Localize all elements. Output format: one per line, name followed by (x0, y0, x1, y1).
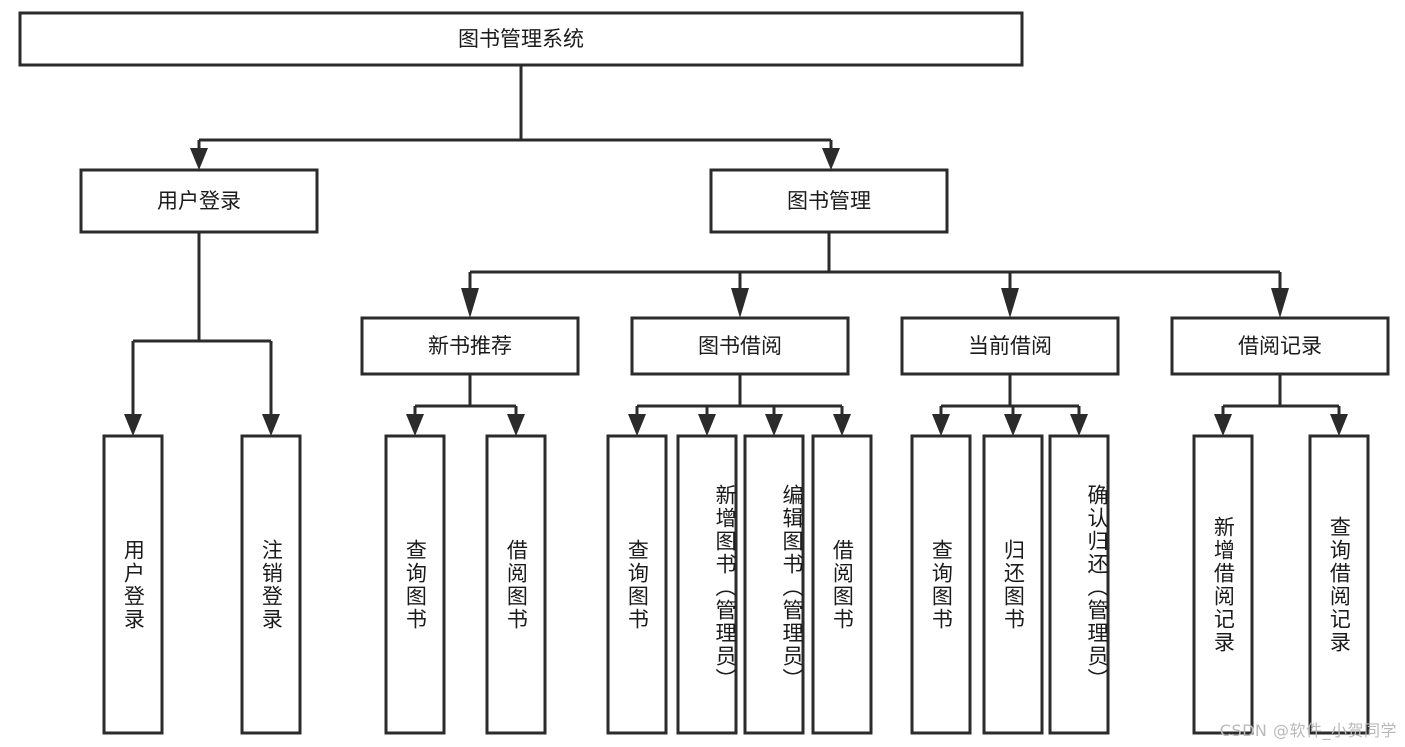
leaf-query-book-recommend-box[interactable] (384, 434, 446, 735)
leaf-add-borrow-record-box[interactable] (1192, 434, 1254, 735)
arrow-to-leaf-query-borrow-record (1330, 414, 1348, 436)
leaf-edit-book-admin-box[interactable] (743, 434, 805, 735)
borrow-records-box[interactable] (1170, 316, 1390, 376)
book-borrow-label: 图书借阅 (698, 334, 782, 358)
leaf-query-book-borrow-box[interactable] (606, 434, 668, 735)
node-book-management[interactable]: 图书管理 (709, 168, 949, 234)
user-login-label: 用户登录 (157, 189, 241, 213)
connector-currentborrow-to-leaves (939, 374, 1081, 420)
arrow-to-new-book-recommend (461, 288, 479, 318)
arrow-to-leaf-edit-book-admin (765, 414, 783, 436)
node-current-borrow[interactable]: 当前借阅 (900, 316, 1120, 376)
arrow-to-book-management (822, 148, 840, 170)
connector-recommend-to-leaves (413, 374, 518, 420)
new-book-recommend-box[interactable] (360, 316, 580, 376)
current-borrow-box[interactable] (900, 316, 1120, 376)
node-borrow-records[interactable]: 借阅记录 (1170, 316, 1390, 376)
leaf-logout-box[interactable] (240, 434, 302, 735)
leaf-query-book-current-box[interactable] (910, 434, 972, 735)
arrow-to-leaf-user-login (124, 414, 142, 436)
csdn-watermark: CSDN @软件_小贺同学 (1219, 721, 1397, 740)
arrow-to-leaf-confirm-return-admin (1070, 414, 1088, 436)
leaf-user-login-box[interactable] (102, 434, 164, 735)
arrow-to-leaf-borrow-book (833, 414, 851, 436)
connector-bookmgmt-to-bus (468, 232, 1282, 290)
arrow-to-leaf-add-book-admin (698, 414, 716, 436)
borrow-records-label: 借阅记录 (1238, 334, 1322, 358)
leaf-confirm-return-admin-box[interactable] (1048, 434, 1110, 735)
arrow-to-leaf-logout (262, 414, 280, 436)
book-borrow-box[interactable] (630, 316, 850, 376)
connector-bookborrow-to-leaves (635, 374, 844, 420)
arrow-to-leaf-query-book-borrow (628, 414, 646, 436)
leaf-box-layer (102, 434, 1370, 735)
node-new-book-recommend[interactable]: 新书推荐 (360, 316, 580, 376)
node-book-borrow[interactable]: 图书借阅 (630, 316, 850, 376)
node-user-login[interactable]: 用户登录 (79, 168, 319, 234)
connector-records-to-leaves (1221, 374, 1341, 420)
arrow-to-current-borrow (1001, 288, 1019, 318)
connector-root-to-bus (197, 65, 833, 162)
connector-layer (124, 65, 1348, 436)
arrow-to-book-borrow (731, 288, 749, 318)
arrow-to-leaf-query-book-recommend (406, 414, 424, 436)
arrow-to-leaf-borrow-book-recommend (507, 414, 525, 436)
leaf-borrow-book-recommend-box[interactable] (485, 434, 547, 735)
new-book-recommend-label: 新书推荐 (428, 334, 512, 358)
current-borrow-label: 当前借阅 (968, 334, 1052, 358)
arrow-to-leaf-add-borrow-record (1214, 414, 1232, 436)
node-root[interactable]: 图书管理系统 (18, 11, 1024, 67)
leaf-query-borrow-record-box[interactable] (1308, 434, 1370, 735)
arrow-to-user-login (190, 148, 208, 170)
arrow-to-leaf-return-book (1004, 414, 1022, 436)
leaf-add-book-admin-box[interactable] (676, 434, 738, 735)
book-management-label: 图书管理 (787, 189, 871, 213)
connector-userlogin-to-bus (131, 232, 273, 428)
leaf-borrow-book-box[interactable] (811, 434, 873, 735)
root-box[interactable] (18, 11, 1024, 67)
user-login-box[interactable] (79, 168, 319, 234)
leaf-return-book-box[interactable] (982, 434, 1044, 735)
arrow-to-leaf-query-book-current (932, 414, 950, 436)
book-management-box[interactable] (709, 168, 949, 234)
root-label: 图书管理系统 (458, 27, 584, 51)
arrow-to-borrow-records (1271, 288, 1289, 318)
